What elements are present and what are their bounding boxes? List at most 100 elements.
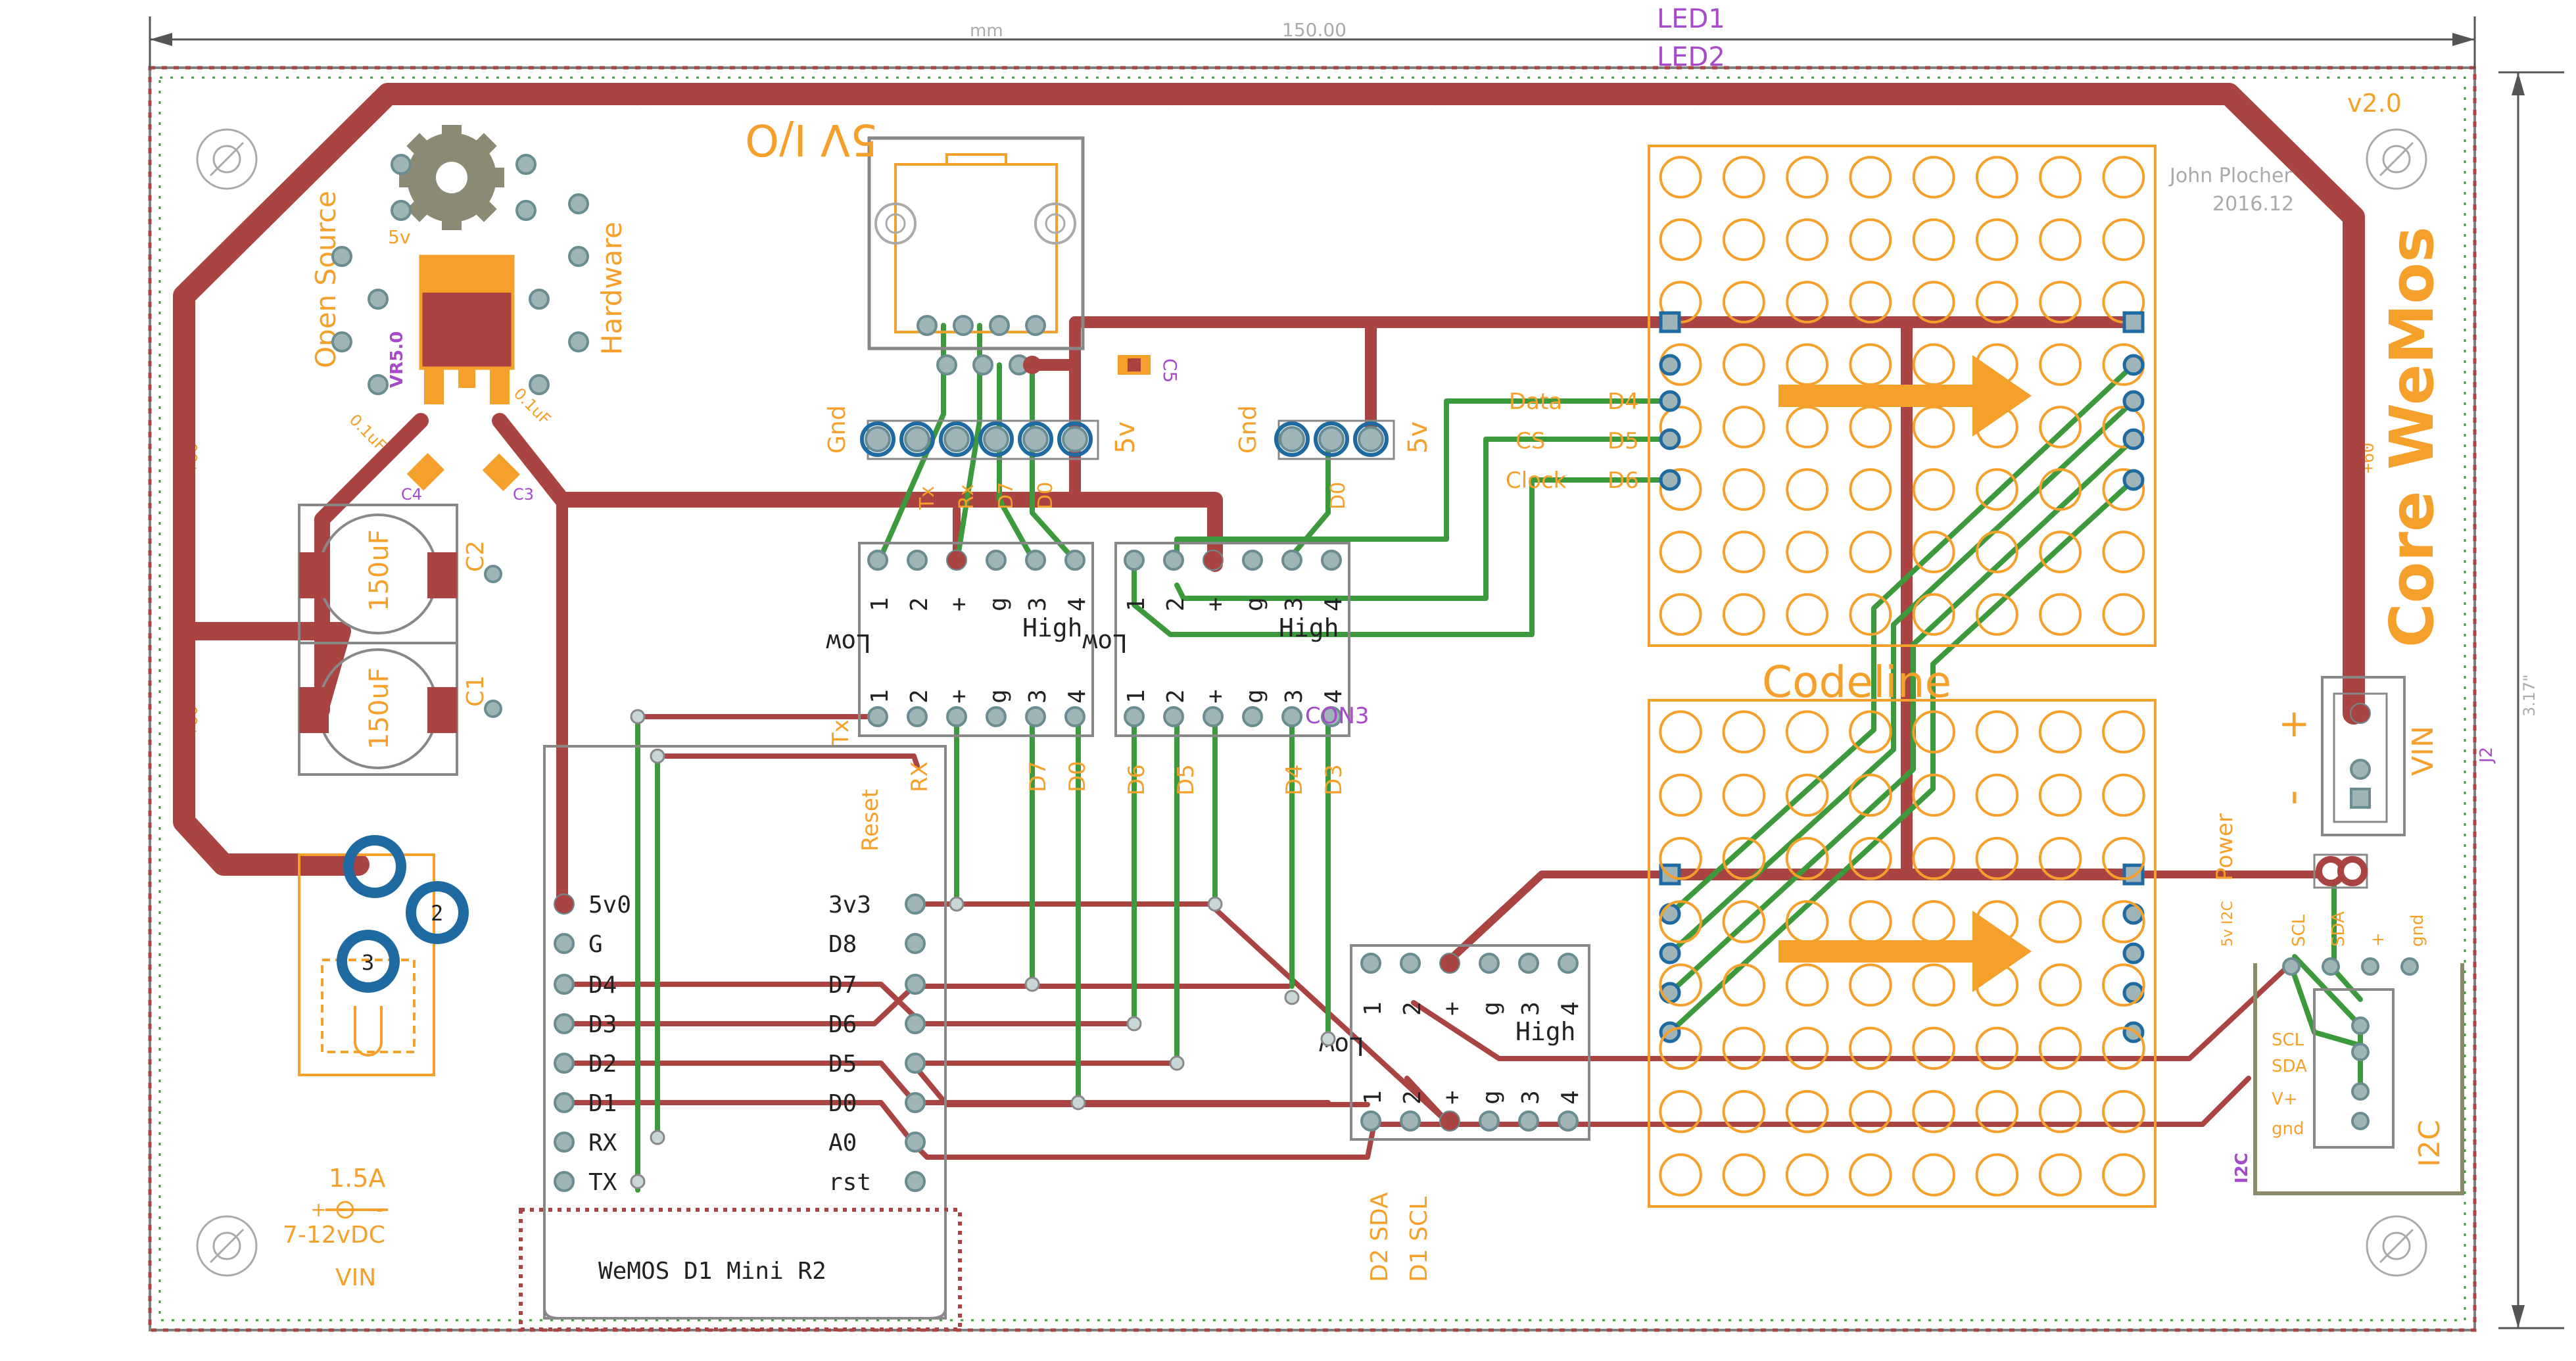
io-header-d0: D0 [1034, 482, 1057, 510]
led-matrix-pad [2122, 982, 2145, 1004]
wemos-right-pin: A0 [828, 1130, 857, 1157]
ls-a-low: Low [826, 629, 871, 657]
io-header-gnd: Gnd [824, 405, 851, 454]
led-dot [1849, 1089, 1892, 1134]
led-dot [1849, 773, 1892, 817]
power-trace [314, 413, 429, 718]
led-dot [1785, 1026, 1829, 1070]
led-dot [2038, 900, 2082, 943]
wemos-left-pin: TX [588, 1169, 617, 1196]
led-dot [2038, 1026, 2082, 1070]
signal-clock-label: Clock [1506, 467, 1567, 494]
led-dot [2039, 406, 2082, 448]
wemos-right-pin: D6 [828, 1011, 857, 1038]
led-matrix-frame [1648, 145, 2157, 647]
ls-a-signal-tx: Tx [828, 719, 854, 747]
signal-trace [1132, 477, 1673, 637]
width-dimension: mm 150.00 [149, 16, 2476, 69]
led-dot [1975, 218, 2018, 261]
ls-b-signal-d5: D5 [1173, 764, 1199, 796]
ls-b-signal-d3: D3 [1321, 764, 1347, 796]
led-dot [1659, 963, 1702, 1007]
led-dot [1786, 593, 1829, 636]
led-dot [2038, 773, 2082, 817]
led-dot [1722, 1153, 1766, 1197]
led-dot [1849, 468, 1892, 511]
ls-b-bottom-pin: 1 [1123, 689, 1150, 704]
signal-trace [1411, 961, 2294, 1061]
io-header-d7: D7 [995, 482, 1018, 510]
led-dot [2039, 531, 2082, 573]
power-jack-voltage: 7-12vDC [283, 1222, 385, 1249]
label-led2: LED2 [1657, 42, 1725, 72]
signal-cs-label: CS [1515, 428, 1545, 454]
led-dot [2102, 531, 2145, 573]
led-dot [2102, 156, 2145, 199]
led-dot [1849, 531, 1892, 573]
led-dot [1912, 836, 1955, 880]
led-dot [1849, 593, 1892, 636]
ls-c-top-pin: g [1478, 1001, 1505, 1016]
led-matrix-pad [2122, 863, 2145, 886]
power-jack-pin2: 2 [431, 901, 443, 926]
led-dot [1975, 1089, 2019, 1134]
ls-c-bottom-pin: g [1478, 1090, 1505, 1105]
signal-trace [1174, 437, 1673, 601]
led-dot [1849, 710, 1892, 753]
signal-trace [911, 1122, 1416, 1160]
logo-pads [331, 154, 589, 395]
signal-trace [655, 753, 920, 769]
led-header-5v: 5v [1403, 421, 1433, 454]
date-label: 2016.12 [2212, 193, 2294, 216]
power-header-label: Power [2212, 813, 2238, 881]
ls-a-signal-reset: Reset [857, 789, 884, 851]
ls-a-high: High [1022, 613, 1083, 642]
wemos-left-pin: D2 [588, 1051, 617, 1078]
signal-d4-label: D4 [1608, 389, 1639, 415]
led-dot [2102, 218, 2145, 261]
mounting-hole [196, 128, 258, 190]
signal-trace [1667, 477, 2136, 1035]
level-shifter-c: 1 2 + g 3 4 1 2 + g 3 4 High Low D2 SDA … [1319, 944, 1590, 1282]
i2c-inner-gnd: gnd [2272, 1119, 2304, 1139]
regulator-c3-label: C3 [513, 485, 534, 504]
led-dot [1722, 900, 1766, 943]
led-dot [1659, 710, 1702, 753]
direction-arrow-2 [1778, 911, 2032, 992]
level-shifter-a: 1 2 + g 3 4 1 2 + g 3 4 High Low Tx RX R… [826, 542, 1094, 851]
power-header-small: 5v I2C [2220, 901, 2236, 947]
led-dot [2102, 900, 2145, 943]
ls-c-top-pin: 4 [1557, 1001, 1584, 1016]
led-dot [1785, 963, 1829, 1007]
ls-c-top-pin: 2 [1399, 1001, 1426, 1016]
ls-a-top-pin: 1 [867, 597, 894, 611]
led-dot [2038, 963, 2082, 1007]
led-matrix-pad [2122, 428, 2145, 450]
led-dot [2102, 593, 2145, 636]
signal-trace [911, 1063, 1370, 1107]
signal-trace [1667, 362, 2136, 917]
wemos-right-pin: 3v3 [828, 892, 871, 919]
author-label: John Plocher [2168, 164, 2293, 187]
ls-c-high: High [1515, 1017, 1576, 1046]
led-matrix-frame [1648, 699, 2157, 1208]
led-dot [1722, 963, 1766, 1007]
oshw-5v-text: 5v [388, 226, 410, 248]
vin-plus: + [2278, 701, 2310, 746]
wemos-right-pin: D8 [828, 931, 857, 958]
led-dot [1849, 963, 1892, 1007]
vin-minus: - [2266, 790, 2317, 805]
led-dot [1975, 773, 2019, 817]
capacitor-c1: 150uF C1 [298, 642, 502, 776]
signal-trace [1667, 437, 2136, 995]
capacitor-c2-value: 150uF [364, 529, 394, 611]
led-dot [1659, 773, 1702, 817]
led-dot [2102, 406, 2145, 448]
regulator-cap-left-value: 0.1uF [346, 410, 390, 454]
signal-data-label: Data [1509, 389, 1562, 415]
ls-a-bottom-pin: 2 [906, 689, 933, 704]
led-dot [2039, 593, 2082, 636]
signal-trace [563, 1100, 917, 1147]
power-trace [1446, 871, 1674, 964]
io-header-rx: Rx [955, 484, 978, 510]
